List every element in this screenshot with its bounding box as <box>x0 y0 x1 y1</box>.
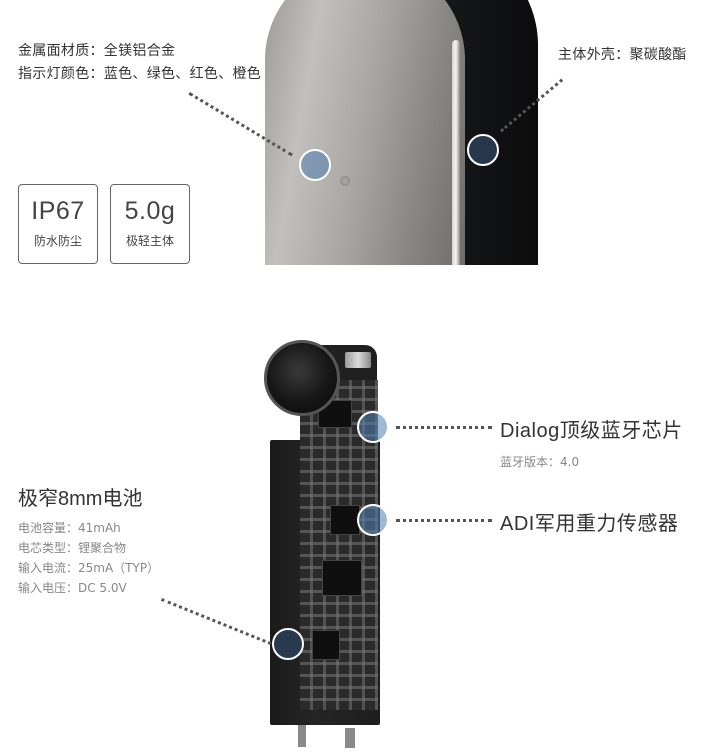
hotspot-shell[interactable] <box>467 134 499 166</box>
badge-weight-caption: 极轻主体 <box>125 234 174 248</box>
hotspot-metal-face[interactable] <box>299 149 331 181</box>
badge-ip67-caption: 防水防尘 <box>33 234 82 248</box>
sensor-chip <box>330 505 360 535</box>
board-component <box>322 560 362 596</box>
leader-chip <box>396 426 492 429</box>
badge-weight-value: 5.0g <box>124 197 176 225</box>
board-component <box>312 630 340 660</box>
badge-ip67: IP67 防水防尘 <box>18 184 98 264</box>
leader-battery <box>160 598 272 645</box>
gravity-sensor-title: ADI军用重力传感器 <box>500 513 679 535</box>
hotspot-battery[interactable] <box>272 628 304 660</box>
vibration-motor <box>264 340 340 416</box>
metal-material-label: 金属面材质：全镁铝合金 <box>18 43 176 59</box>
battery-input-voltage-label: 输入电压：DC 5.0V <box>18 581 127 595</box>
badge-ip67-value: IP67 <box>31 197 85 225</box>
hotspot-sensor[interactable] <box>357 504 389 536</box>
board-pin <box>298 725 306 747</box>
bluetooth-chip-title: Dialog顶级蓝牙芯片 <box>500 420 683 442</box>
device-metal-edge <box>452 40 460 265</box>
battery-title: 极窄8mm电池 <box>18 488 143 510</box>
battery-cell-type-label: 电芯类型：锂聚合物 <box>18 541 127 555</box>
board-connector <box>345 352 371 368</box>
indicator-led <box>340 176 350 186</box>
leader-sensor <box>396 519 492 522</box>
shell-material-label: 主体外壳：聚碳酸酯 <box>558 47 687 63</box>
device-metal-face <box>265 0 465 265</box>
battery-capacity-label: 电池容量：41mAh <box>18 521 121 535</box>
badge-weight: 5.0g 极轻主体 <box>110 184 190 264</box>
battery-input-current-label: 输入电流：25mA（TYP） <box>18 561 160 575</box>
hotspot-bluetooth-chip[interactable] <box>357 411 389 443</box>
indicator-color-label: 指示灯颜色：蓝色、绿色、红色、橙色 <box>18 66 262 82</box>
bluetooth-version-label: 蓝牙版本：4.0 <box>500 455 580 469</box>
board-pin <box>345 728 355 748</box>
